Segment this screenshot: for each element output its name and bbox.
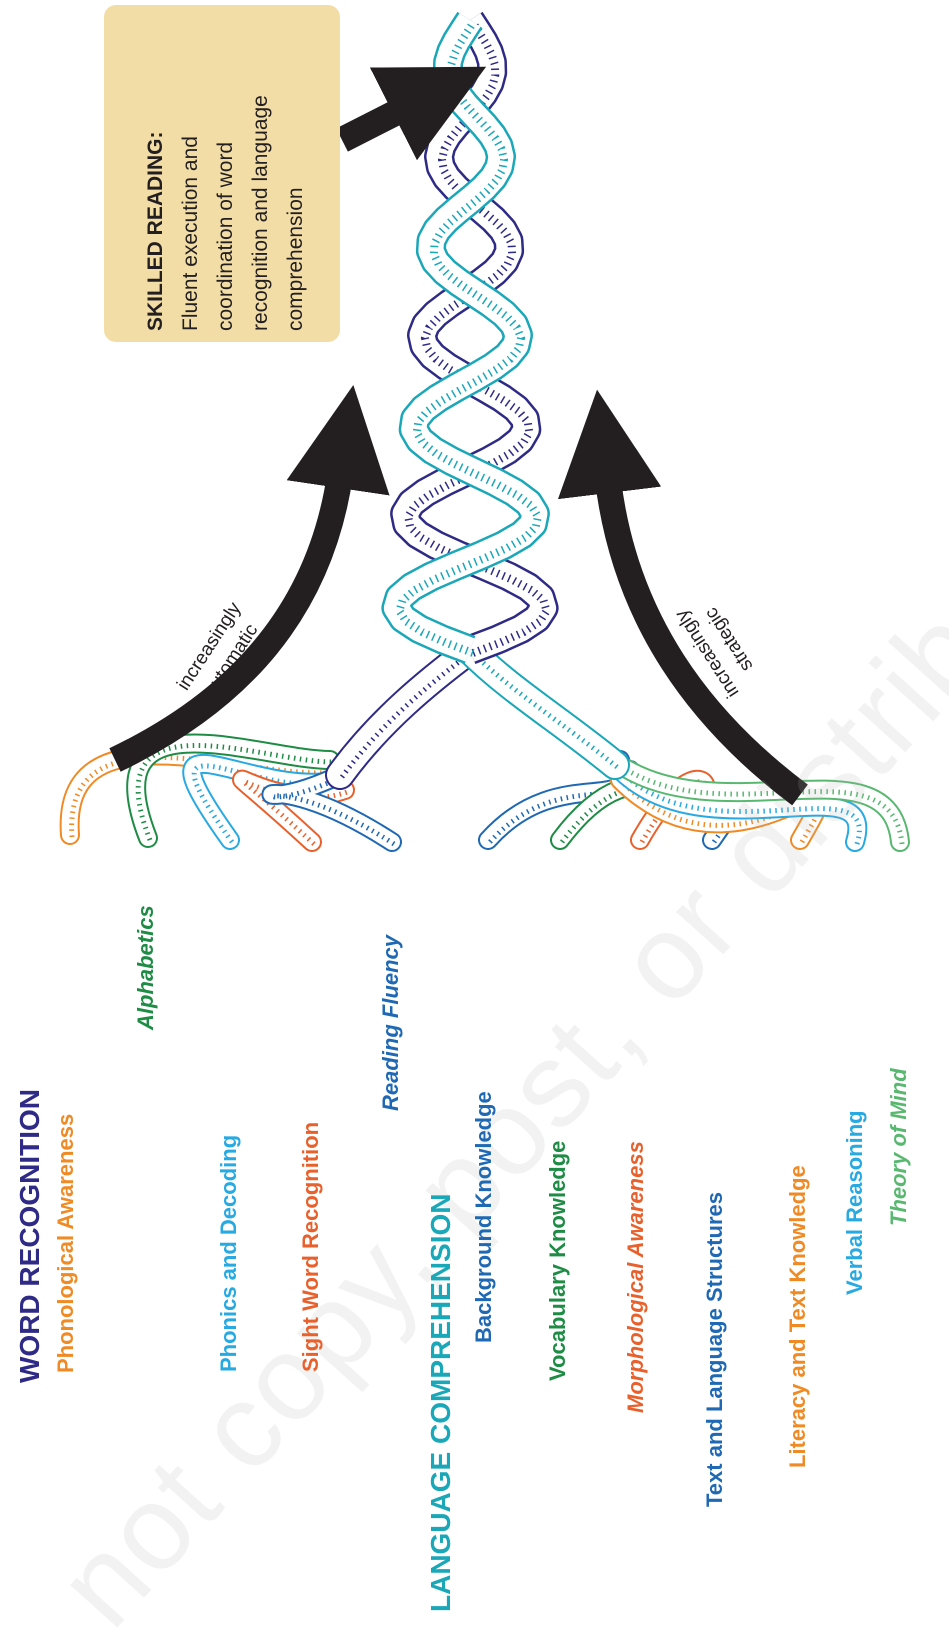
label-vocabulary-knowledge: Vocabulary Knowledge (545, 1140, 570, 1381)
label-morphological-awareness: Morphological Awareness (623, 1141, 648, 1413)
left-main-rope-lower-hatching (339, 650, 474, 779)
skilled-reading-text: SKILLED READING: Fluent execution and co… (138, 13, 338, 331)
phonological-strand-hatching (69, 754, 338, 838)
skilled-reading-line-3: recognition and language (249, 95, 272, 331)
upper-rope-navy-hatching (403, 20, 551, 657)
left-main-rope-lower-core (327, 637, 483, 788)
skilled-reading-arrow (336, 66, 487, 161)
fluency-strand-core (263, 762, 400, 850)
label-alphabetics: Alphabetics (133, 905, 158, 1030)
label-reading-fluency: Reading Fluency (378, 934, 403, 1111)
skilled-reading-line-4: comprehension (284, 187, 307, 331)
word-recognition-strands (59, 733, 402, 852)
label-literacy-and-text-knowledge: Literacy and Text Knowledge (785, 1165, 810, 1468)
vocabulary-strand-hatching (560, 770, 664, 844)
fluency-strand-hatching (270, 769, 396, 847)
alphabetics-strand-hatching (135, 742, 333, 841)
label-verbal-reasoning: Verbal Reasoning (842, 1110, 867, 1295)
label-phonics-and-decoding: Phonics and Decoding (216, 1134, 241, 1372)
label-background-knowledge: Background Knowledge (471, 1091, 496, 1343)
skilled-reading-line-1: Fluent execution and (179, 136, 202, 331)
theory-mind-strand-hatching (625, 767, 905, 845)
word-recognition-title: WORD RECOGNITION (14, 1089, 45, 1383)
language-comprehension-title: LANGUAGE COMPREHENSION (425, 1193, 456, 1612)
label-text-and-language-structures: Text and Language Structures (702, 1192, 727, 1507)
strategic-arrow (557, 389, 808, 806)
skilled-reading-box: SKILLED READING: Fluent execution and co… (104, 5, 340, 342)
reasoning-strand-hatching (615, 765, 862, 845)
alphabetics-strand-core (128, 735, 338, 846)
right-main-rope-lower-hatching (470, 650, 619, 769)
skilled-reading-heading: SKILLED READING: (144, 131, 167, 332)
label-phonological-awareness: Phonological Awareness (53, 1113, 78, 1373)
automatic-arrow (109, 384, 390, 772)
label-sight-word-recognition: Sight Word Recognition (298, 1121, 323, 1372)
skilled-reading-line-2: coordination of word (214, 141, 237, 331)
upper-rope-teal-hatching (395, 20, 543, 657)
right-main-rope-lower-core (457, 637, 628, 778)
label-theory-of-mind: Theory of Mind (886, 1068, 911, 1226)
